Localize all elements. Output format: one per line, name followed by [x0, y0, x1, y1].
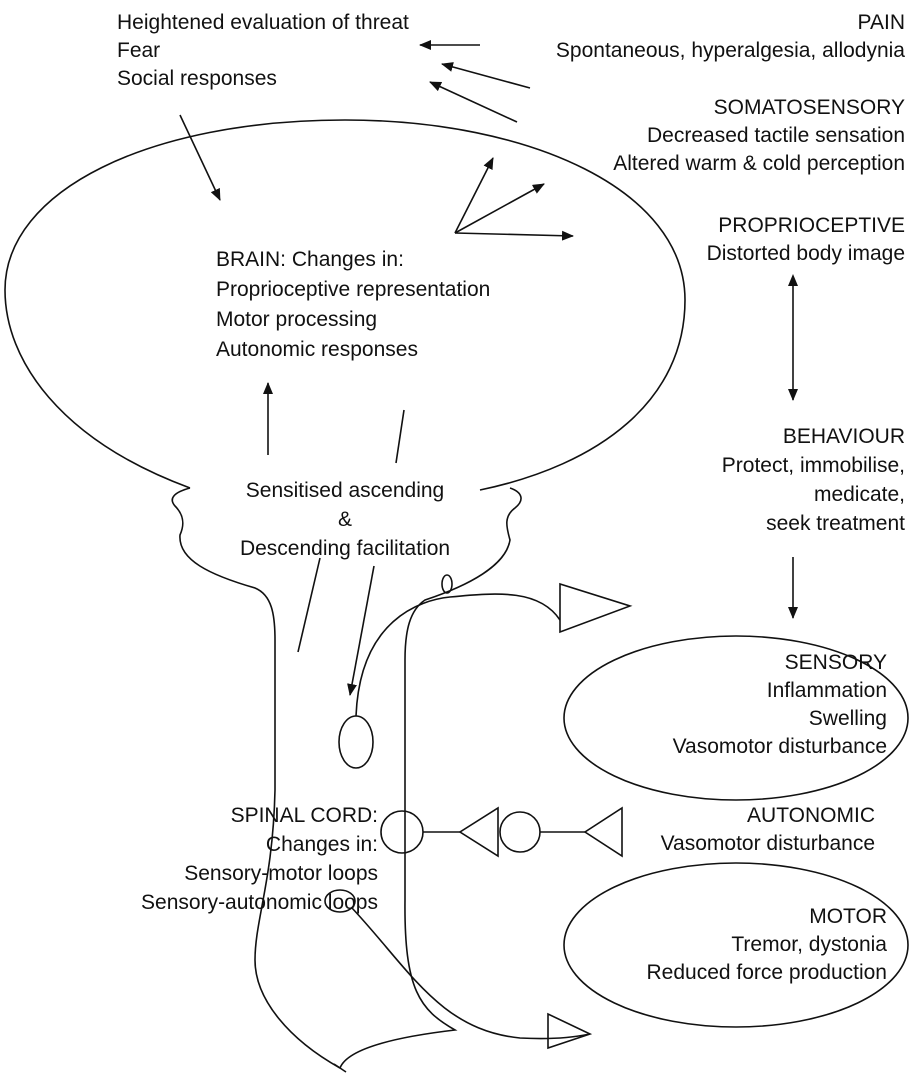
autonomic-triangle-1	[458, 806, 499, 858]
motor-ellipse	[563, 862, 909, 1028]
threat-line-1: Heightened evaluation of threat	[117, 11, 409, 34]
sensory-neuron-cell-body	[338, 715, 374, 769]
threat-responses-label: Heightened evaluation of threat Fear Soc…	[117, 9, 409, 93]
sensory-line-3: Vasomotor disturbance	[672, 735, 887, 758]
pain-label: PAIN Spontaneous, hyperalgesia, allodyni…	[556, 9, 905, 65]
spinal-cord-line-3: Sensory-autonomic loops	[141, 891, 378, 914]
motor-line-1: Tremor, dystonia	[731, 933, 887, 956]
spinal-cord-label: SPINAL CORD: Changes in: Sensory-motor l…	[141, 801, 378, 917]
somatosensory-line-1: Decreased tactile sensation	[647, 124, 905, 147]
motor-neuron-terminal	[547, 1012, 593, 1050]
threat-to-brain-arrow	[179, 114, 221, 201]
somatosensory-line-2: Altered warm & cold perception	[613, 152, 905, 175]
brain-label: BRAIN: Changes in: Proprioceptive repres…	[216, 245, 490, 365]
spinal-cord-line-1: Changes in:	[265, 833, 378, 856]
somatosensory-label: SOMATOSENSORY Decreased tactile sensatio…	[613, 94, 905, 178]
spinal-cord-tip	[333, 1063, 347, 1073]
somatosensory-to-threat-arrow-1	[441, 62, 531, 89]
sensory-line-2: Swelling	[808, 707, 887, 730]
sensory-ellipse	[563, 635, 909, 801]
behaviour-line-3: seek treatment	[766, 512, 905, 535]
motor-title: MOTOR	[809, 905, 887, 928]
descending-arrow-lower	[347, 565, 375, 696]
brain-fan-arrow-2	[454, 183, 545, 234]
autonomic-triangle-2	[583, 806, 623, 858]
brain-line-2: Motor processing	[216, 308, 378, 331]
sensory-neuron-terminal	[559, 582, 633, 634]
pathway-line-3: Descending facilitation	[239, 537, 451, 560]
motor-label: MOTOR Tremor, dystonia Reduced force pro…	[647, 903, 888, 987]
descending-line-upper	[395, 409, 405, 464]
pathway-line-2: &	[337, 508, 352, 531]
spinal-cord-title: SPINAL CORD:	[230, 804, 378, 827]
threat-line-2: Fear	[117, 39, 161, 62]
behaviour-title: BEHAVIOUR	[782, 425, 905, 448]
behaviour-line-1: Protect, immobilise,	[721, 454, 905, 477]
sensory-label: SENSORY Inflammation Swelling Vasomotor …	[673, 649, 887, 761]
brain-title: BRAIN: Changes in:	[216, 248, 404, 271]
pathway-label: Sensitised ascending & Descending facili…	[208, 476, 482, 563]
motor-line-2: Reduced force production	[646, 961, 888, 984]
sensory-neuron-node	[441, 574, 453, 594]
somatosensory-title: SOMATOSENSORY	[713, 96, 905, 119]
motor-neuron-axon	[351, 907, 591, 1040]
behaviour-label: BEHAVIOUR Protect, immobilise, medicate,…	[722, 422, 905, 538]
spinal-cord-left-outline	[254, 789, 341, 1069]
spinal-cord-line-2: Sensory-motor loops	[184, 862, 378, 885]
pathway-line-1: Sensitised ascending	[245, 479, 445, 502]
sensory-line-1: Inflammation	[766, 679, 887, 702]
brain-fan-arrow-3	[454, 230, 574, 241]
proprioceptive-title: PROPRIOCEPTIVE	[718, 214, 905, 237]
motor-neuron-cell-body	[324, 889, 356, 913]
ascending-line-lower	[297, 557, 321, 653]
autonomic-line-1: Vasomotor disturbance	[660, 832, 875, 855]
somatosensory-to-threat-arrow-2	[429, 81, 518, 123]
pain-line-1: Spontaneous, hyperalgesia, allodynia	[555, 39, 905, 62]
autonomic-label: AUTONOMIC Vasomotor disturbance	[661, 802, 875, 858]
brain-fan-arrow-1	[454, 157, 494, 234]
sensory-neuron-axon	[355, 593, 561, 717]
brainstem-left-outline	[171, 487, 276, 790]
autonomic-neuron-2	[499, 811, 541, 853]
brainstem-right-outline	[339, 487, 522, 1069]
autonomic-neuron-1	[380, 810, 424, 854]
threat-line-3: Social responses	[117, 67, 277, 90]
brain-line-3: Autonomic responses	[216, 338, 418, 361]
proprioceptive-label: PROPRIOCEPTIVE Distorted body image	[707, 212, 905, 268]
proprioceptive-line-1: Distorted body image	[706, 242, 905, 265]
pain-title: PAIN	[857, 11, 905, 34]
autonomic-title: AUTONOMIC	[747, 804, 875, 827]
brain-outline	[4, 119, 686, 491]
behaviour-line-2: medicate,	[813, 483, 905, 506]
sensory-title: SENSORY	[784, 651, 887, 674]
brain-line-1: Proprioceptive representation	[216, 278, 491, 301]
